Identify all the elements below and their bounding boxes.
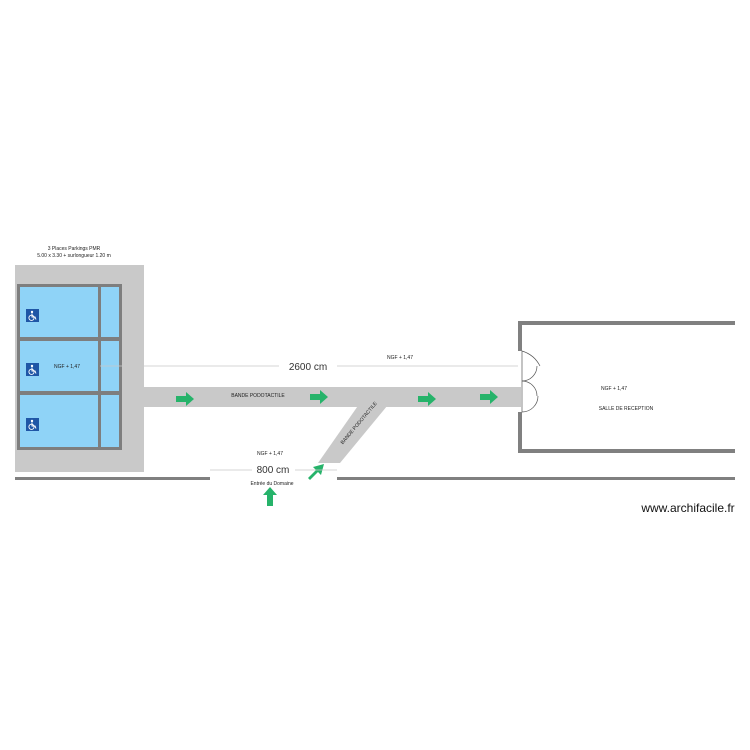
corridor: BANDE PODOTACTILE BANDE PODOTACTILE NGF … [144, 355, 521, 480]
corridor-diagonal-ramp [318, 400, 392, 463]
room-level: NGF + 1,47 [601, 386, 627, 392]
arrow-right-icon [310, 390, 328, 404]
arrow-right-icon [176, 392, 194, 406]
double-door [521, 350, 541, 413]
wheelchair-icon [26, 363, 39, 376]
entrance-level: NGF + 1,47 [257, 451, 283, 457]
corridor-label: BANDE PODOTACTILE [231, 393, 285, 399]
room-wall-left-upper [518, 321, 522, 351]
corridor-level: NGF + 1,47 [387, 355, 413, 361]
wheelchair-icon [26, 309, 39, 322]
parking-space-3-extension [101, 395, 119, 447]
arrow-up-icon [263, 487, 277, 506]
arrow-up-right-icon [308, 464, 324, 480]
parking-space-1-extension [101, 287, 119, 337]
dimension-main-label: 2600 cm [289, 362, 327, 373]
arrow-right-icon [418, 392, 436, 406]
reception-room: NGF + 1,47 SALLE DE RECEPTION [518, 321, 735, 453]
entrance-label: Entrée du Domaine [250, 481, 293, 487]
parking-title-line1: 3 Places Parkings PMR [48, 246, 101, 252]
room-wall-top [518, 321, 735, 325]
dimension-entrance-label: 800 cm [257, 465, 290, 476]
entrance: NGF + 1,47 Entrée du Domaine [250, 451, 294, 506]
watermark: www.archifacile.fr [640, 501, 734, 515]
room-wall-bottom [518, 449, 735, 453]
parking-block: 3 Places Parkings PMR 5.00 x 3.30 + surl… [15, 246, 144, 472]
corridor-band [144, 387, 521, 407]
dimension-main: 2600 cm [100, 362, 518, 373]
wheelchair-icon [26, 418, 39, 431]
dimension-entrance: 800 cm [210, 465, 337, 476]
parking-level: NGF + 1,47 [54, 364, 80, 370]
arrow-right-icon [480, 390, 498, 404]
room-label: SALLE DE RECEPTION [599, 406, 654, 412]
boundary-wall [15, 477, 735, 480]
room-wall-left-lower [518, 412, 522, 453]
parking-title-line2: 5.00 x 3.30 + surlongueur 1.20 m [37, 253, 111, 259]
